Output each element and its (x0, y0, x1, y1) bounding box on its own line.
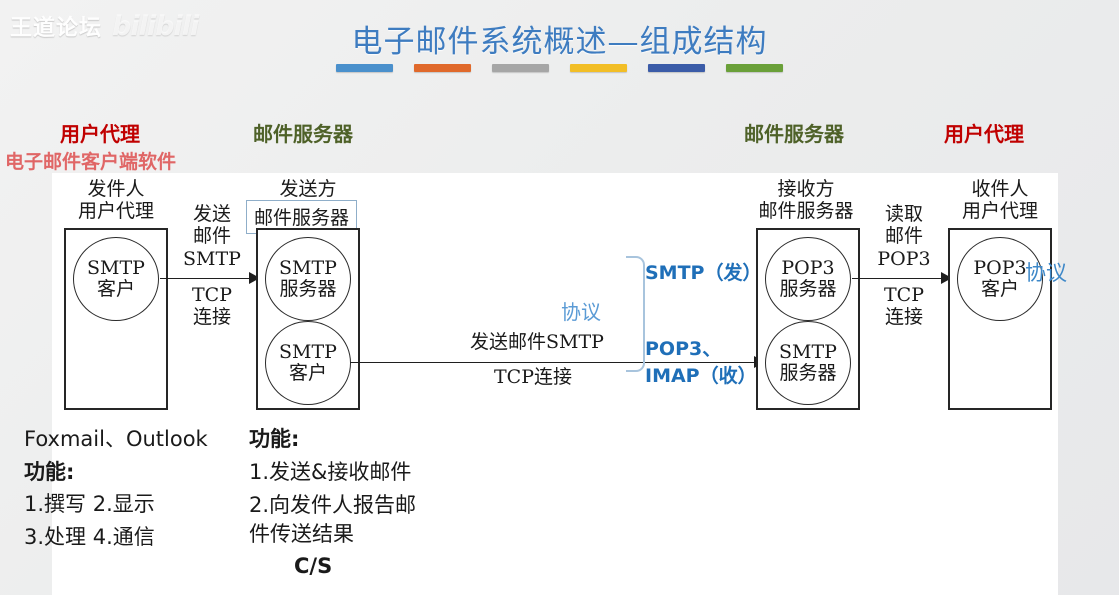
label-right-user-agent: 用户代理 (944, 122, 1024, 146)
note-left-line2: 3.处理 4.通信 (24, 525, 155, 549)
receiver-pop3-client-line1: POP3 (973, 257, 1027, 280)
link1-line1: 发送 (192, 203, 231, 225)
link1-line3: SMTP (183, 247, 241, 270)
sender-server-smtp-client-line2: 客户 (288, 362, 327, 384)
sender-server-smtp-client-line1: SMTP (279, 341, 337, 364)
link-server-to-receiver-labels: 读取 邮件 POP3 (868, 203, 940, 270)
note-left-heading: 功能: (24, 460, 75, 484)
protocol-send-label: SMTP（发） (645, 262, 762, 284)
arrow-server-to-receiver-line (852, 278, 944, 279)
receiver-server-caption: 接收方 邮件服务器 (754, 178, 858, 223)
link-sender-to-server-labels: 发送 邮件 SMTP (176, 203, 248, 270)
diagram-panel-lower (52, 410, 1058, 595)
receiver-pop3-server-circle: POP3 服务器 (765, 237, 851, 321)
sender-server-caption: 发送方 (279, 178, 337, 200)
receiver-server-caption-line2: 邮件服务器 (758, 200, 854, 223)
link-sender-to-server-labels-lower: TCP 连接 (176, 284, 248, 329)
label-left-user-agent-subtitle: 电子邮件客户端软件 (5, 151, 177, 173)
arrow-sender-to-server-head (249, 272, 260, 284)
receiver-pop3-client-line2: 客户 (980, 278, 1019, 300)
title-bar-navy (648, 64, 705, 72)
receiver-server-caption-line1: 接收方 (777, 178, 835, 200)
receiver-pop3-client-circle: POP3 客户 (957, 237, 1043, 321)
note-middle-line2: 2.向发件人报告邮 (249, 493, 417, 517)
sender-smtp-client-circle: SMTP 客户 (73, 237, 159, 321)
receiver-pop3-server-line1: POP3 (781, 257, 835, 280)
sender-smtp-client-line2: 客户 (96, 278, 135, 300)
title-bar-green (726, 64, 783, 72)
diagram-panel-upper (52, 173, 1058, 414)
mid-link-label-line1: 发送邮件SMTP (470, 331, 604, 353)
sender-smtp-client-line1: SMTP (87, 257, 145, 280)
link1-line2: 邮件 (192, 225, 231, 248)
sender-agent-caption: 发件人 用户代理 (64, 178, 168, 223)
link2-line5: 连接 (884, 306, 923, 329)
note-left-apps: Foxmail、Outlook (24, 427, 208, 451)
link-server-to-receiver-labels-lower: TCP 连接 (868, 284, 940, 329)
arrow-server-to-receiver-head (941, 272, 952, 284)
arrow-sender-to-server-line (160, 278, 252, 279)
receiver-agent-caption: 收件人 用户代理 (948, 178, 1052, 223)
link2-line2: 邮件 (884, 225, 923, 248)
receiver-pop3-server-line2: 服务器 (779, 278, 837, 300)
label-left-user-agent: 用户代理 (60, 122, 140, 146)
label-right-mail-server: 邮件服务器 (744, 122, 844, 146)
link2-line3: POP3 (877, 247, 931, 270)
note-middle-line3: 件传送结果 (249, 522, 354, 546)
receiver-agent-caption-line2: 用户代理 (961, 200, 1038, 223)
label-left-mail-server: 邮件服务器 (253, 122, 353, 146)
link2-line4: TCP (884, 284, 924, 306)
protocol-recv-label-line1: POP3、 (645, 338, 722, 360)
arrow-server-to-server-line (350, 362, 757, 363)
sender-smtp-server-line2: 服务器 (279, 278, 337, 300)
protocol-brace (626, 256, 645, 372)
protocol-recv-label-line2: IMAP（收） (645, 365, 757, 387)
protocol-label: 协议 (561, 300, 601, 324)
title-bar-yellow (570, 64, 627, 72)
title-underline-bars (0, 64, 1119, 72)
note-left-line1: 1.撰写 2.显示 (24, 492, 155, 516)
link2-line1: 读取 (884, 203, 923, 225)
mid-link-label-line2: TCP连接 (494, 366, 572, 388)
link1-line4: TCP (192, 284, 232, 306)
link1-line5: 连接 (192, 306, 231, 329)
receiver-smtp-server-line2: 服务器 (779, 362, 837, 384)
sender-smtp-server-circle: SMTP 服务器 (265, 237, 351, 321)
title-bar-orange (414, 64, 471, 72)
receiver-agent-caption-line1: 收件人 (971, 178, 1029, 200)
receiver-protocol-overlay-label: 协议 (1025, 261, 1067, 285)
title-bar-blue (336, 64, 393, 72)
sender-agent-caption-line1: 发件人 (87, 178, 145, 200)
page-title: 电子邮件系统概述—组成结构 (351, 24, 768, 60)
sender-agent-caption-line2: 用户代理 (77, 200, 154, 223)
note-middle-cs-label: C/S (294, 554, 333, 578)
sender-smtp-server-line1: SMTP (279, 257, 337, 280)
receiver-smtp-server-circle: SMTP 服务器 (765, 321, 851, 405)
title-bar-gray (492, 64, 549, 72)
receiver-smtp-server-line1: SMTP (779, 341, 837, 364)
note-middle-heading: 功能: (249, 427, 300, 451)
sender-server-smtp-client-circle: SMTP 客户 (265, 321, 351, 405)
note-middle-line1: 1.发送&接收邮件 (249, 460, 412, 484)
